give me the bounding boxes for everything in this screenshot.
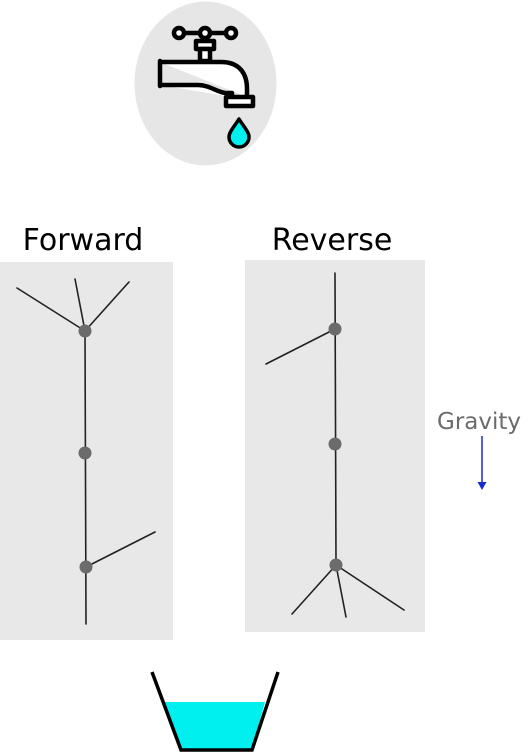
bucket-icon <box>148 670 282 752</box>
reverse-node-top <box>328 322 342 336</box>
forward-top-branch-right <box>84 281 130 332</box>
forward-node-top <box>78 324 92 338</box>
forward-top-branch-left <box>16 287 86 332</box>
faucet-icon <box>134 1 277 166</box>
gravity-label: Gravity <box>437 409 522 435</box>
reverse-panel <box>245 260 425 632</box>
reverse-node-bottom <box>329 558 343 572</box>
forward-stem <box>84 330 87 625</box>
reverse-tree-diagram <box>265 272 405 618</box>
reverse-title: Reverse <box>271 223 393 258</box>
reverse-node-middle <box>328 437 342 451</box>
reverse-bottom-branch-middle <box>335 564 347 618</box>
forward-top-branch-middle <box>74 278 86 332</box>
forward-tree-diagram <box>16 278 156 625</box>
forward-lower-branch <box>85 531 156 568</box>
forward-node-middle <box>78 446 92 460</box>
forward-panel <box>0 262 173 640</box>
reverse-stem <box>334 272 337 566</box>
water-drop-icon <box>227 117 251 149</box>
forward-node-bottom <box>79 560 93 574</box>
bucket-water <box>165 702 265 750</box>
reverse-upper-branch <box>265 328 336 365</box>
reverse-bottom-branch-left <box>291 564 337 615</box>
forward-title: Forward <box>22 223 144 258</box>
reverse-bottom-branch-right <box>335 564 405 611</box>
faucet-badge <box>134 1 277 166</box>
gravity-arrow-icon <box>474 436 490 492</box>
